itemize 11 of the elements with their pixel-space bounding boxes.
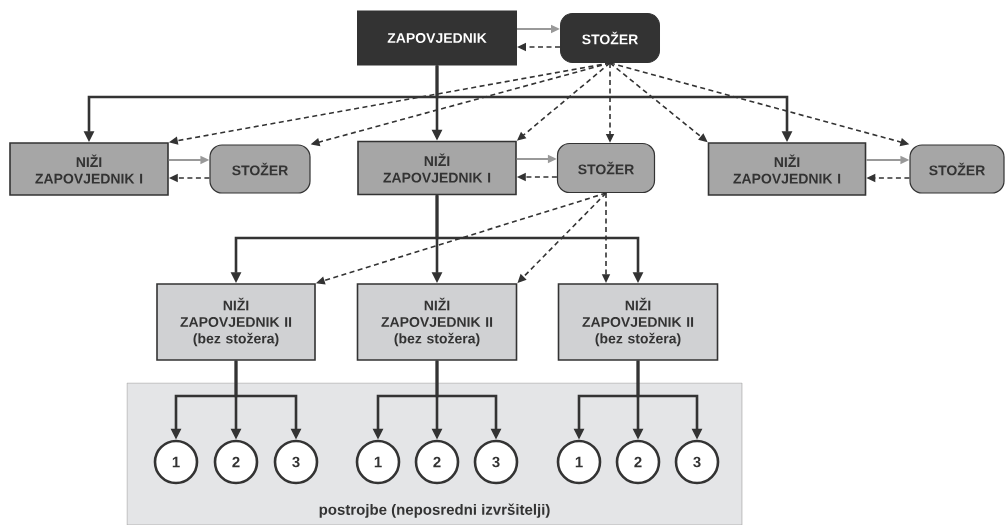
subcommander-box: NIŽI ZAPOVJEDNIK II (bez stožera)	[156, 283, 316, 361]
staff-box: STOŽER	[556, 142, 656, 194]
subcommander-box: NIŽI ZAPOVJEDNIK II (bez stožera)	[356, 283, 518, 361]
subcommander-box: NIŽI ZAPOVJEDNIK I	[707, 142, 867, 196]
subcommander-box: NIŽI ZAPOVJEDNIK II (bez stožera)	[557, 283, 719, 361]
staff-box: STOŽER	[560, 13, 660, 63]
staff-box: STOŽER	[209, 144, 311, 194]
subcommander-box: NIŽI ZAPOVJEDNIK I	[9, 142, 169, 196]
staff-box: STOŽER	[909, 144, 1005, 194]
subcommander-box: NIŽI ZAPOVJEDNIK I	[357, 140, 517, 196]
commander-box: ZAPOVJEDNIK	[357, 10, 517, 66]
